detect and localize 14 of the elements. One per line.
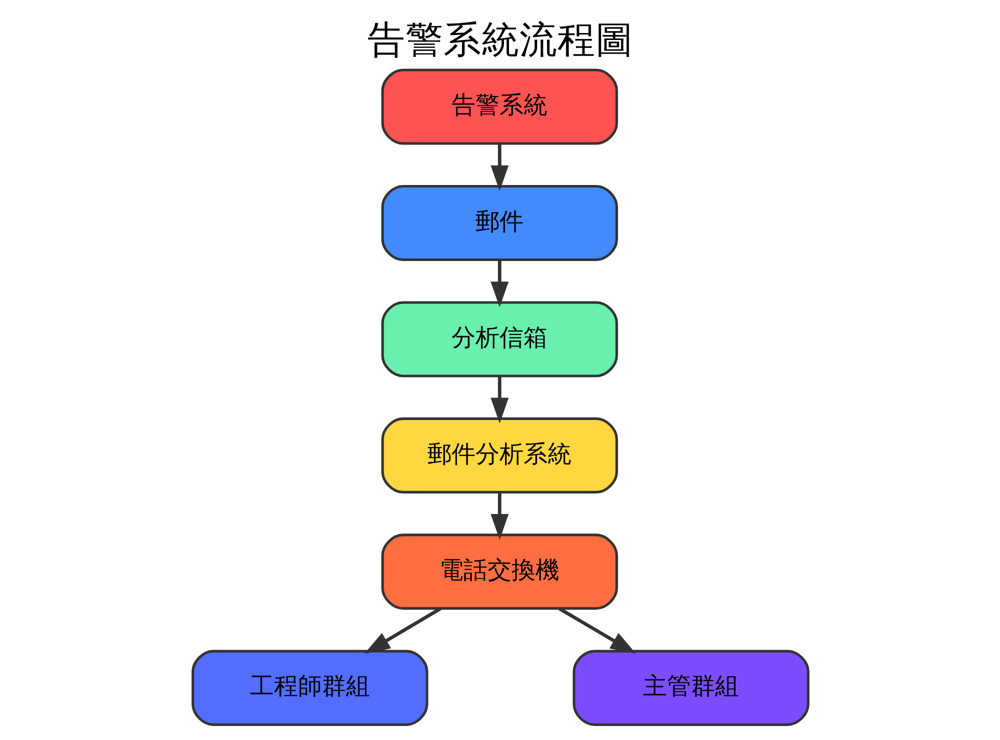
node-box: 主管群組 xyxy=(572,650,809,726)
node-box: 告警系統 xyxy=(380,68,618,145)
node-box: 郵件 xyxy=(380,184,618,262)
node-box: 電話交換機 xyxy=(380,534,618,610)
arrow xyxy=(490,376,508,424)
arrow xyxy=(490,492,508,540)
node-box: 工程師群組 xyxy=(191,650,428,726)
node-box: 郵件分析系統 xyxy=(380,417,618,494)
arrow xyxy=(364,607,442,654)
arrow xyxy=(558,607,636,654)
arrow xyxy=(490,144,508,192)
diagram-title: 告警系統流程圖 xyxy=(367,17,633,62)
arrow xyxy=(490,260,508,308)
node-box: 分析信箱 xyxy=(380,301,618,378)
